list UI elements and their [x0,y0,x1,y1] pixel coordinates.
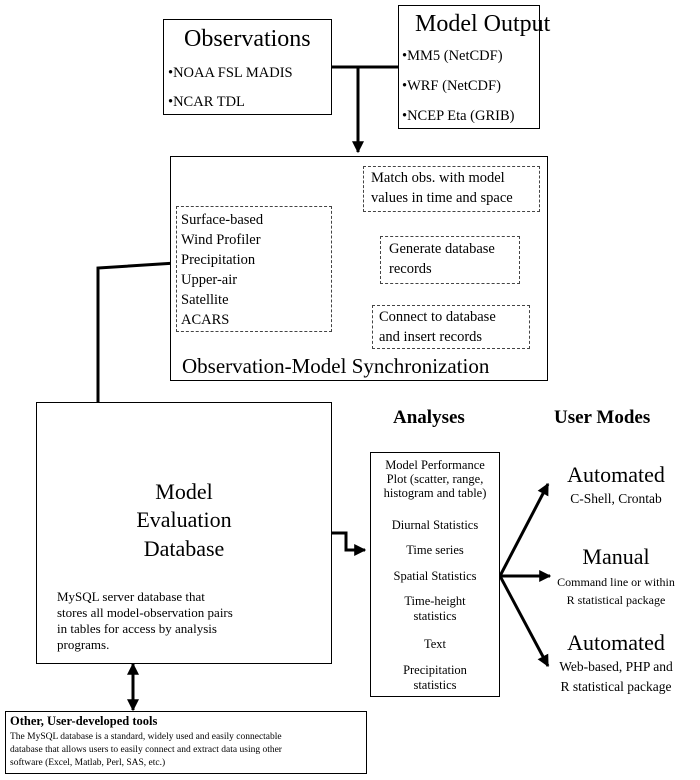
observations-title: Observations [184,26,311,52]
analysis-item: Model Performance [385,458,485,472]
model-output-format: •MM5 (NetCDF) [402,48,503,64]
database-box: Model Evaluation Database MySQL server d… [36,402,332,664]
connect-step-box: Connect to database and insert records [372,305,530,349]
analysis-item: Time series [406,543,464,557]
analysis-item: Diurnal Statistics [391,518,479,532]
obs-type: Wind Profiler [181,232,261,248]
obs-type: Satellite [181,292,229,308]
match-step-line: values in time and space [371,190,513,206]
analysis-item: statistics [413,609,457,623]
database-title: Model [155,479,213,504]
analysis-item: statistics [413,678,457,692]
other-tools-box: Other, User-developed tools The MySQL da… [5,711,367,774]
user-mode-description: C-Shell, Crontab [570,491,662,506]
other-tools-title: Other, User-developed tools [10,714,158,728]
observations-box: Observations •NOAA FSL MADIS •NCAR TDL [163,19,332,115]
database-title: Evaluation [136,507,232,532]
analyses-box: Model Performance Plot (scatter, range, … [370,452,500,697]
analysis-item: Plot (scatter, range, [386,472,484,486]
observation-source: •NCAR TDL [168,94,245,110]
obs-types-box: Surface-based Wind Profiler Precipitatio… [176,206,332,332]
obs-type: ACARS [181,312,230,328]
database-description: stores all model-observation pairs [57,605,233,620]
other-tools-description: The MySQL database is a standard, widely… [10,732,282,742]
sync-to-database-line [96,261,177,402]
user-mode-description: Web-based, PHP and [559,659,673,674]
analysis-item: Precipitation [403,663,467,677]
sync-title: Observation-Model Synchronization [182,354,490,378]
analysis-item: Time-height [404,594,466,608]
analyses-to-web-arrow [498,575,550,668]
analysis-item: Spatial Statistics [393,569,477,583]
other-tools-description: software (Excel, Matlab, Perl, SAS, etc.… [10,758,166,768]
database-to-analyses-arrow [332,531,367,556]
model-output-format: •NCEP Eta (GRIB) [402,108,515,124]
user-modes-heading: User Modes [554,407,651,428]
database-description: MySQL server database that [57,589,205,604]
sync-box: Observation-Model Synchronization [170,156,548,381]
obs-type: Precipitation [181,252,256,268]
user-mode-description: R statistical package [560,679,672,694]
other-tools-description: database that allows users to easily con… [10,745,282,755]
model-output-title: Model Output [415,11,551,37]
generate-step-line: Generate database [389,241,495,257]
user-mode-description: Command line or within [557,575,675,589]
database-description: programs. [57,637,110,652]
analyses-heading: Analyses [393,407,465,428]
generate-step-line: records [389,261,432,277]
connect-step-line: Connect to database [379,309,496,325]
user-mode-description: R statistical package [566,593,666,607]
database-title: Database [143,536,225,561]
user-mode-title: Automated [567,462,665,487]
analysis-item: Text [423,637,447,651]
match-step-box: Match obs. with model values in time and… [363,166,540,212]
user-mode-title: Manual [582,544,650,569]
observation-source: •NOAA FSL MADIS [168,65,293,81]
obs-type: Surface-based [181,212,264,228]
analyses-to-automated-arrow [498,482,550,577]
generate-step-box: Generate database records [380,236,520,284]
model-output-format: •WRF (NetCDF) [402,78,501,94]
obs-type: Upper-air [181,272,238,288]
match-step-line: Match obs. with model [371,170,505,186]
database-description: in tables for access by analysis [57,621,217,636]
model-output-box: Model Output •MM5 (NetCDF) •WRF (NetCDF)… [398,5,550,129]
user-mode-title: Automated [567,630,665,655]
analysis-item: histogram and table) [383,486,487,500]
connect-step-line: and insert records [379,329,483,345]
